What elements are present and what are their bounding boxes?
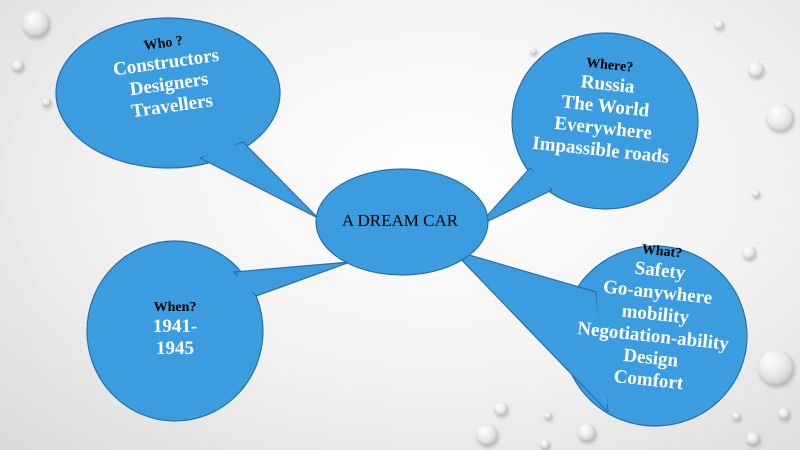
when-speech-bubble [86,240,351,422]
when-item: 1941- [152,316,198,337]
water-drop-decoration [748,62,764,78]
water-drop-decoration [540,440,550,450]
water-drop-decoration [766,104,794,132]
water-drop-decoration [778,408,790,420]
who-speech-bubble [55,17,319,219]
what-speech-bubble [451,245,748,427]
water-drop-decoration [530,48,537,55]
water-drop-decoration [732,412,741,421]
water-drop-decoration [12,60,24,72]
water-drop-decoration [22,10,50,38]
water-drop-decoration [746,432,760,446]
where-speech-bubble [477,32,699,227]
when-bubble-text: When? 1941- 1945 [125,300,225,360]
where-bubble-text: Where? Russia The World Everywhere Impas… [517,50,693,171]
water-drop-decoration [758,350,794,386]
water-drop-decoration [578,424,596,442]
when-item: 1945 [156,338,194,359]
water-drop-decoration [494,402,508,416]
water-drop-decoration [752,190,760,198]
water-drop-decoration [714,20,724,30]
when-heading: When? [153,300,197,315]
water-drop-decoration [544,412,552,420]
what-bubble-text: What? Safety Go-anywhere mobility Negoti… [563,236,748,401]
water-drop-decoration [476,424,498,446]
center-node-label: A DREAM CAR [341,211,459,230]
water-drop-decoration [42,98,51,107]
center-node [315,168,489,276]
water-drop-decoration [742,246,756,260]
